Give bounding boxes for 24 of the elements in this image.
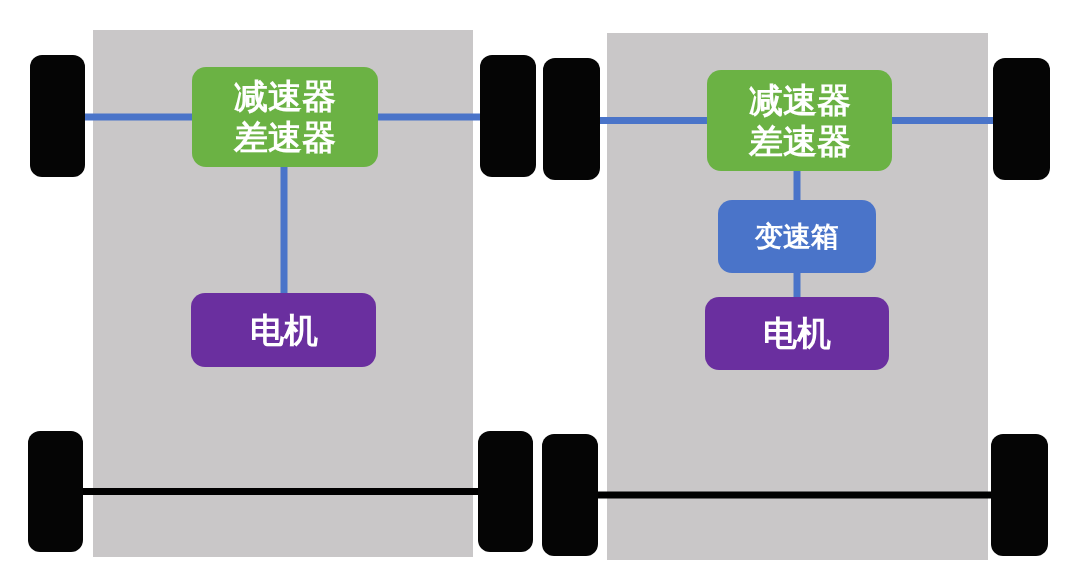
shaft-line [793,171,801,200]
shaft-line [600,117,707,124]
wheel [542,434,598,556]
wheel [478,431,533,552]
reducer-differential-box: 减速器差速器 [707,70,892,171]
wheel [30,55,85,177]
shaft-line [793,273,801,297]
motor-box: 电机 [191,293,376,367]
gearbox-box: 变速箱 [718,200,876,273]
reducer-differential-box: 减速器差速器 [192,67,378,167]
motor-box: 电机 [705,297,889,370]
shaft-line [280,167,288,293]
chassis-panel [607,33,988,560]
shaft-line [892,117,993,124]
wheel [993,58,1050,180]
shaft-line [85,113,192,121]
chassis-panel [93,30,473,557]
axle-line [83,488,478,495]
wheel [28,431,83,552]
wheel [480,55,536,177]
axle-line [598,491,991,499]
wheel [991,434,1048,556]
shaft-line [378,113,480,121]
wheel [543,58,600,180]
